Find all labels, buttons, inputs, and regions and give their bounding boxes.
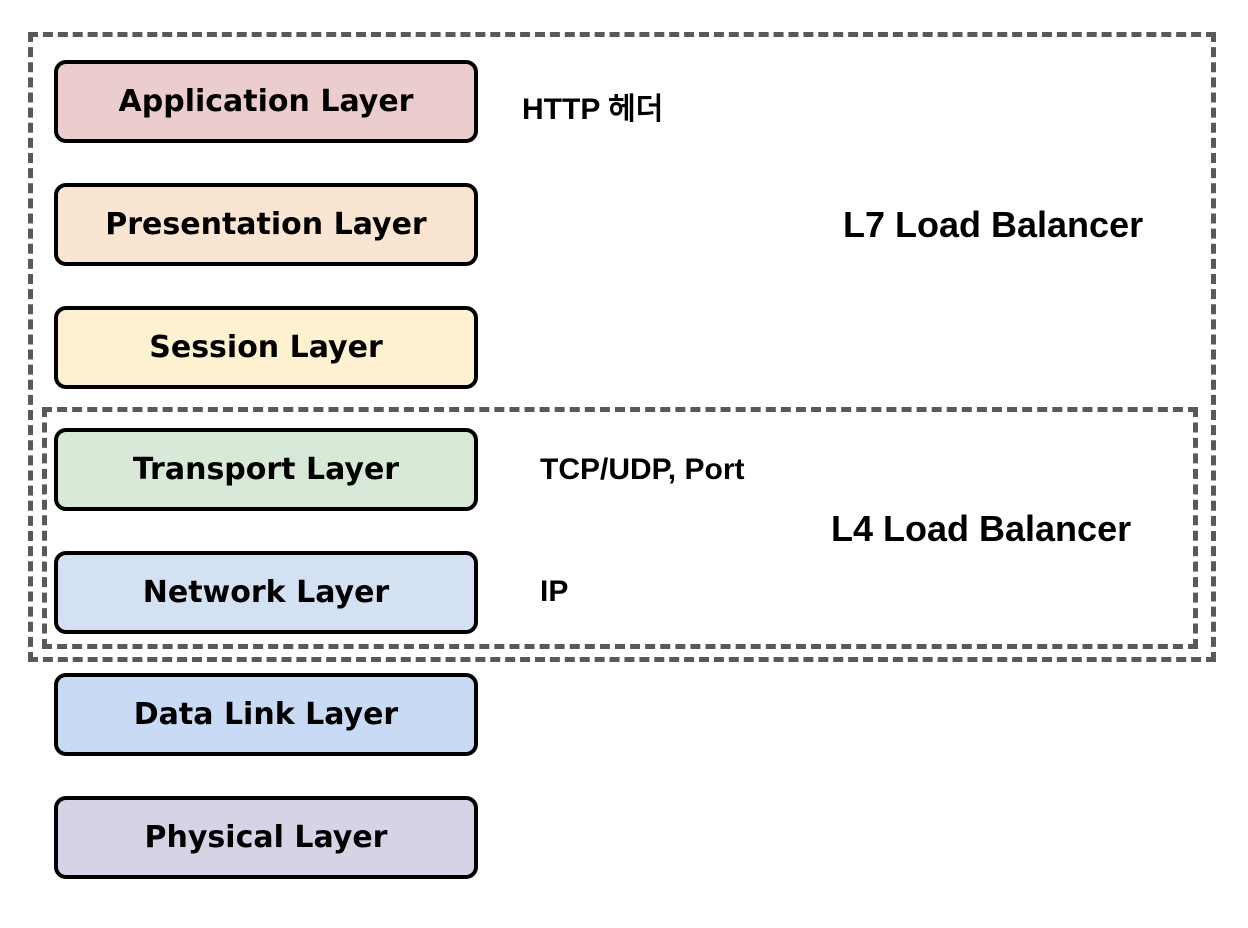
tcp-udp-port-note: TCP/UDP, Port — [540, 453, 745, 486]
l7-group-boundary — [28, 32, 1216, 662]
l4-group-boundary — [42, 407, 1198, 649]
l7-load-balancer-label: L7 Load Balancer — [843, 204, 1144, 245]
ip-note: IP — [540, 575, 569, 608]
layer-application: Application Layer — [54, 60, 478, 143]
http-header-note: HTTP 헤더 — [522, 93, 664, 126]
layer-network: Network Layer — [54, 551, 478, 634]
layer-data-link: Data Link Layer — [54, 673, 478, 756]
layer-session: Session Layer — [54, 306, 478, 389]
l4-load-balancer-label: L4 Load Balancer — [831, 508, 1132, 549]
layer-transport: Transport Layer — [54, 428, 478, 511]
layer-presentation: Presentation Layer — [54, 183, 478, 266]
layer-physical: Physical Layer — [54, 796, 478, 879]
